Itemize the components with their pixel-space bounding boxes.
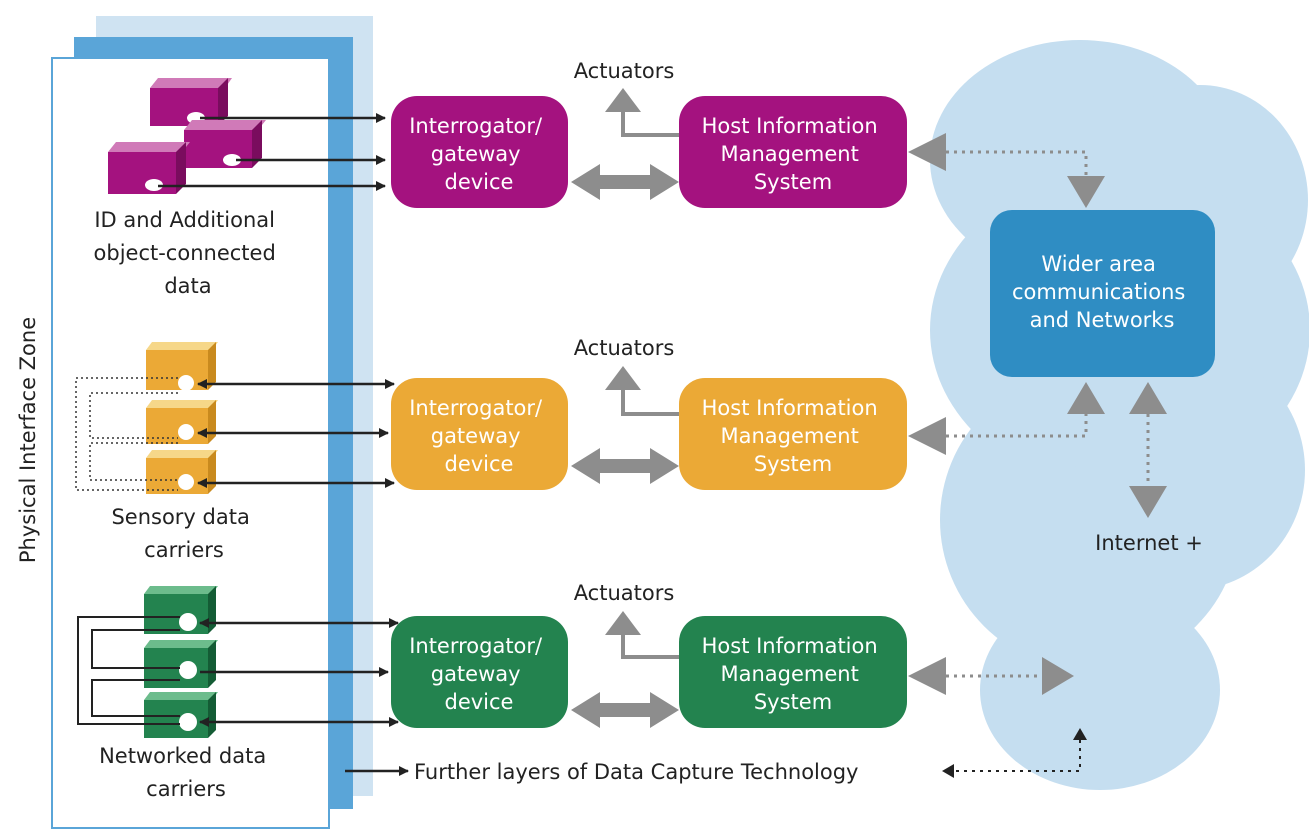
further-layers-dotted-link xyxy=(952,740,1081,772)
arrowhead-host-networked xyxy=(908,657,946,695)
gateway-host-arrow-id xyxy=(571,164,679,200)
arrowhead-wan-bottom-left xyxy=(1067,382,1105,414)
id-carrier-label: ID and Additional object-connected data xyxy=(94,208,283,298)
actuator-arrows xyxy=(605,88,679,659)
id-tag-1 xyxy=(150,78,232,126)
host-label-sensory: Host Information Management System xyxy=(702,396,885,476)
actuators-label-3: Actuators xyxy=(574,581,675,605)
sensor-dotted-links xyxy=(75,377,178,491)
zone-label: Physical Interface Zone xyxy=(16,317,40,563)
actuator-arrow-id xyxy=(605,88,679,137)
net-tag-2 xyxy=(144,640,218,688)
host-label-networked: Host Information Management System xyxy=(702,634,885,714)
arrowhead-host-sensory xyxy=(908,417,946,455)
gateway-host-arrow-networked xyxy=(571,692,679,728)
arrowhead-host-id xyxy=(908,133,946,171)
gateway-label-networked: Interrogator/ gateway device xyxy=(409,634,549,714)
host-wan-dotted-links xyxy=(946,150,1150,678)
gateway-label-sensory: Interrogator/ gateway device xyxy=(409,396,549,476)
id-carrier-group xyxy=(108,78,266,194)
host-box-networked xyxy=(679,616,907,728)
arrowhead-wan-top xyxy=(1067,176,1105,208)
actuators-label-2: Actuators xyxy=(574,336,675,360)
arrowhead-further-layers-up xyxy=(1073,728,1087,740)
wan-box xyxy=(990,210,1215,377)
further-layers-label: Further layers of Data Capture Technolog… xyxy=(414,760,859,784)
networked-carrier-label: Networked data carriers xyxy=(99,744,273,801)
gateway-box-networked xyxy=(391,616,568,728)
sensor-tag-1 xyxy=(146,342,218,391)
arrowhead-further-layers xyxy=(942,764,954,778)
net-wired-links xyxy=(77,616,180,725)
gateway-host-arrow-sensory xyxy=(571,448,679,484)
arrowhead-cloud-right xyxy=(1042,657,1074,695)
arrowhead-internet xyxy=(1129,486,1167,518)
internet-label: Internet + xyxy=(1095,531,1203,555)
gateway-box-sensory xyxy=(391,378,568,490)
host-label-id: Host Information Management System xyxy=(702,114,885,194)
sensory-carrier-label: Sensory data carriers xyxy=(111,505,256,562)
actuator-arrow-networked xyxy=(605,611,679,659)
host-box-id xyxy=(679,96,907,208)
gateway-host-arrows xyxy=(571,164,679,728)
sensory-carrier-group xyxy=(146,342,218,494)
host-box-sensory xyxy=(679,378,907,490)
gateway-label-id: Interrogator/ gateway device xyxy=(409,114,549,194)
id-tag-3 xyxy=(108,142,190,194)
host-wan-arrowheads xyxy=(908,133,1167,695)
sensor-tag-2 xyxy=(146,400,218,444)
wan-label: Wider area communications and Networks xyxy=(1012,252,1192,332)
gateway-box-id xyxy=(391,96,568,208)
actuator-arrow-sensory xyxy=(605,366,679,416)
actuators-label-1: Actuators xyxy=(574,59,675,83)
id-tag-2 xyxy=(184,120,266,168)
networked-carrier-group xyxy=(144,586,218,738)
net-tag-1 xyxy=(144,586,218,634)
net-tag-3 xyxy=(144,692,218,738)
sensor-tag-3 xyxy=(146,450,218,494)
arrowhead-wan-bottom-right xyxy=(1129,382,1167,414)
